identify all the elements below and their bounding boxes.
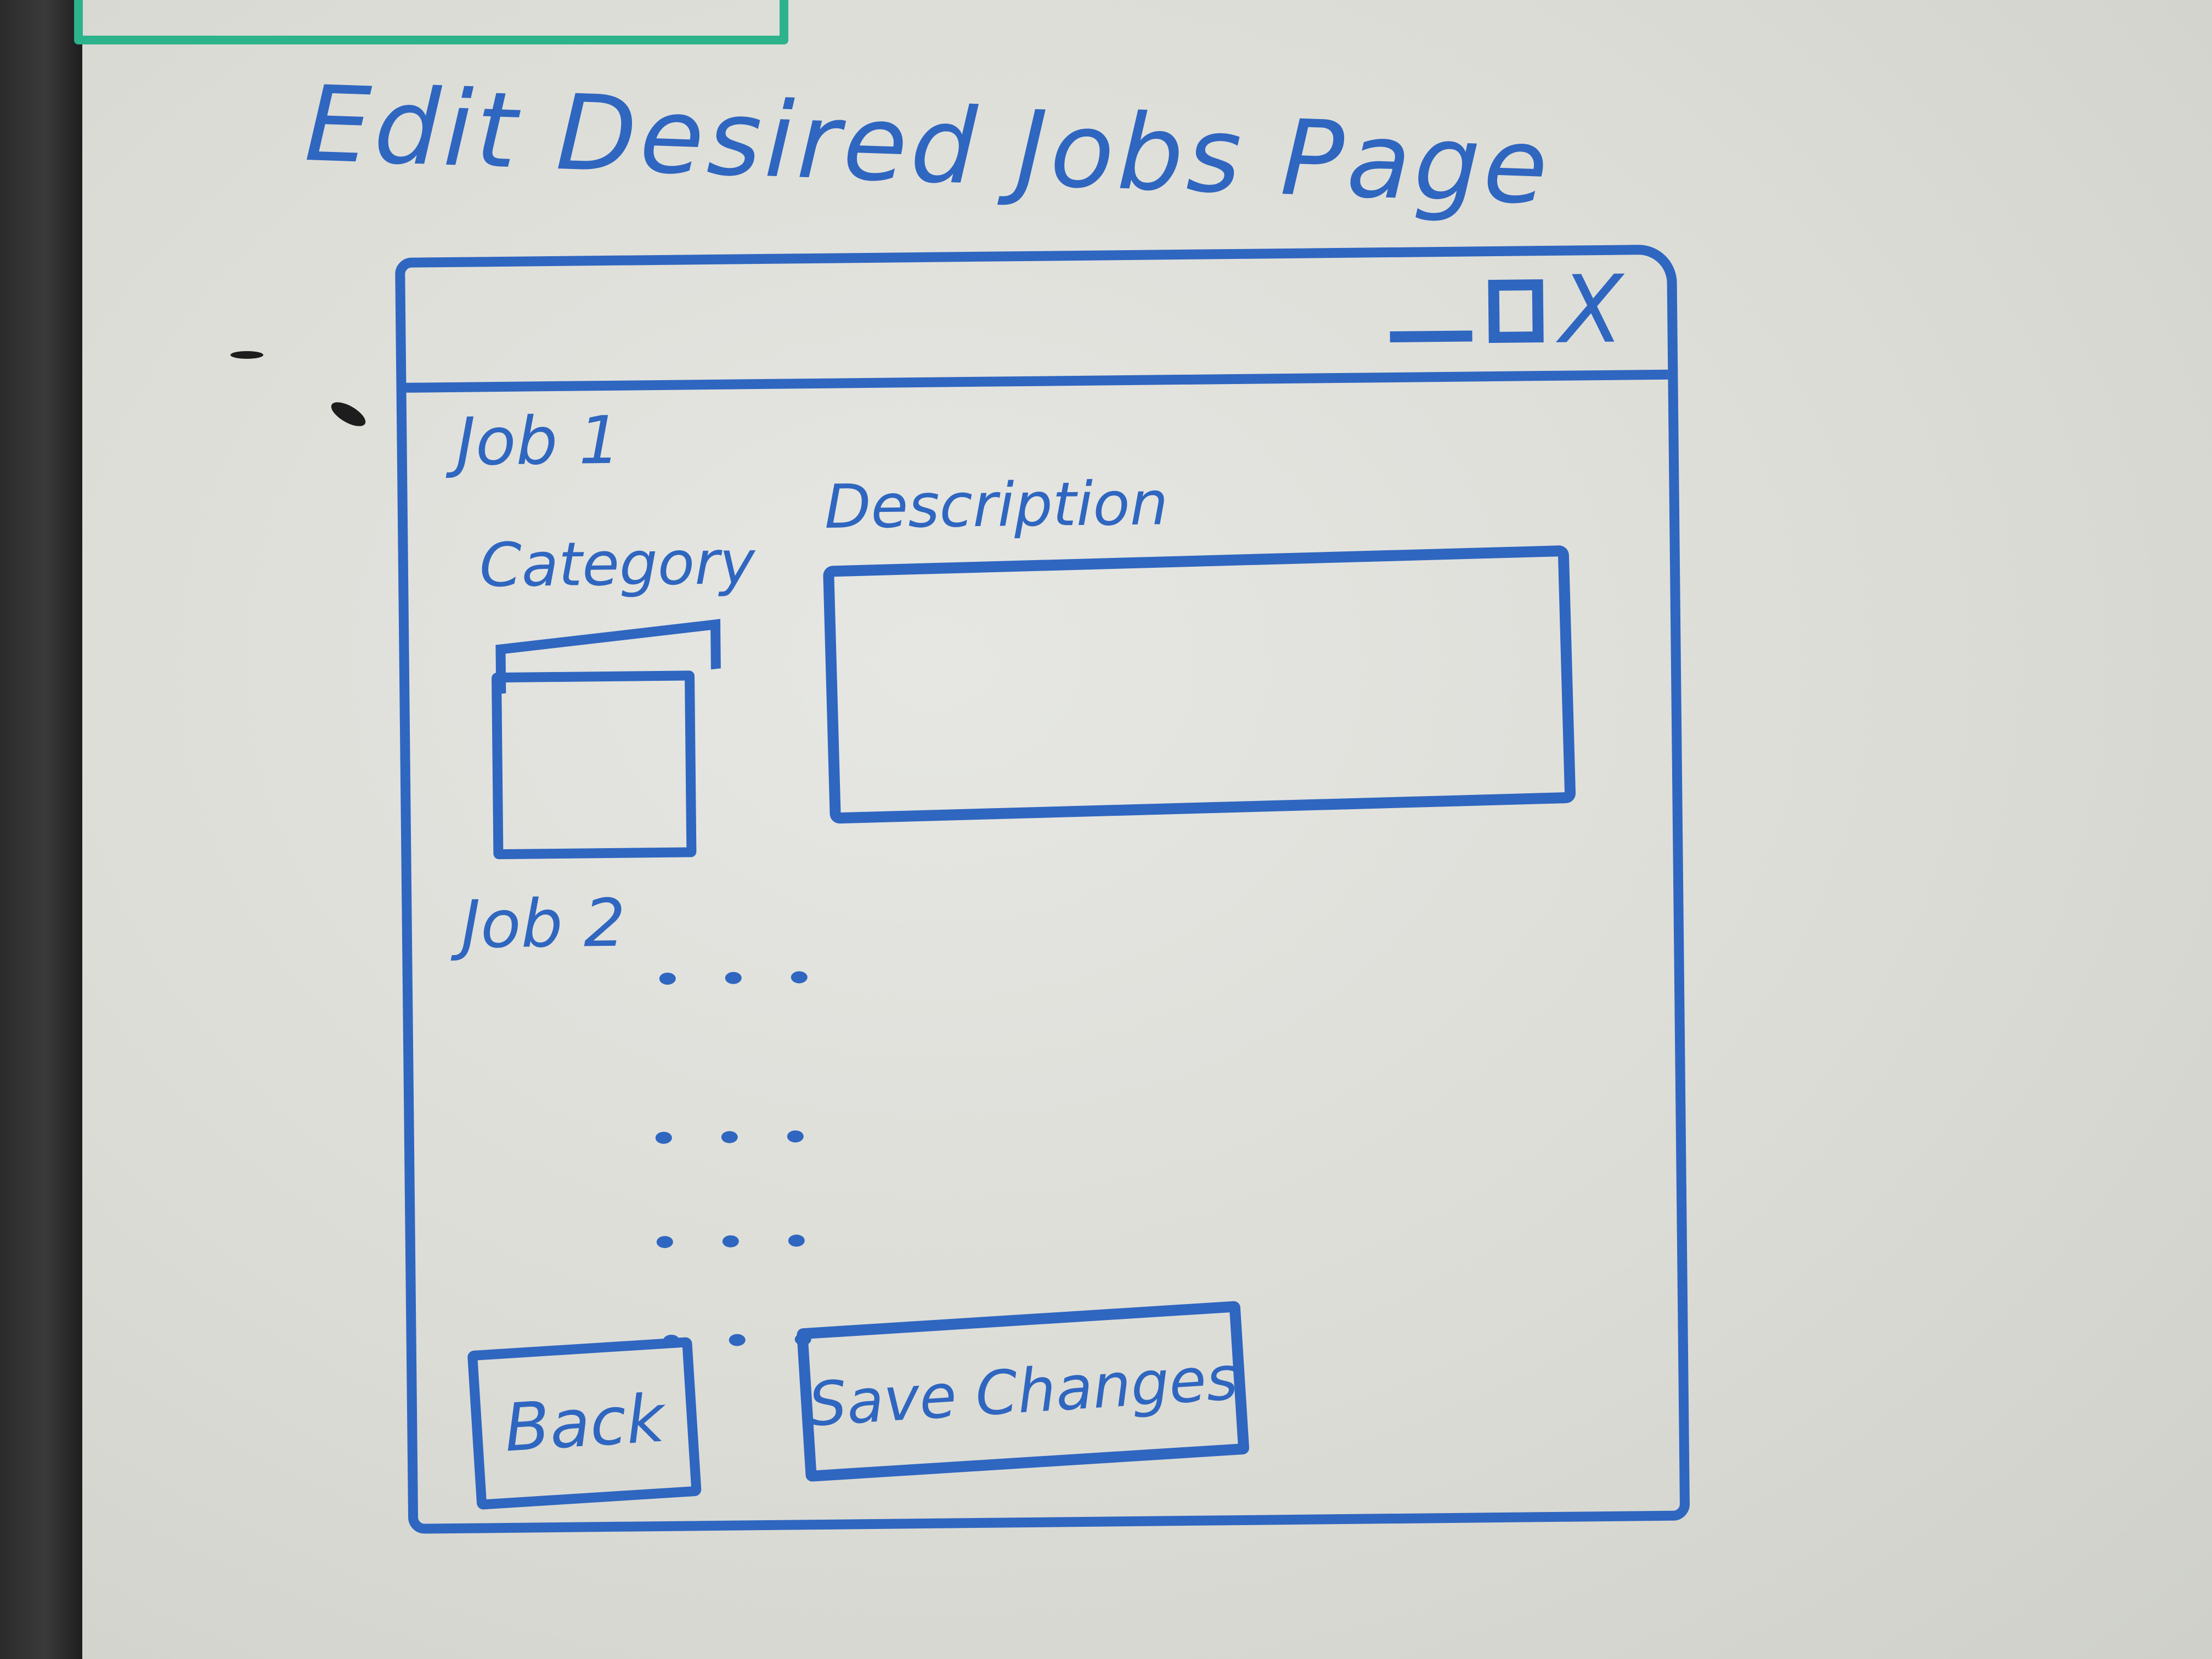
ellipsis-dot xyxy=(729,1334,746,1346)
previous-sketch-box xyxy=(74,0,788,44)
ellipsis-row xyxy=(659,971,808,985)
ellipsis-row xyxy=(655,1130,804,1144)
description-label: Description xyxy=(824,468,1169,542)
minimize-icon[interactable] xyxy=(1390,330,1472,343)
ellipsis-dot xyxy=(659,972,676,985)
ellipsis-dot xyxy=(655,1131,672,1144)
ellipsis-row xyxy=(656,1234,805,1249)
marker-smudge xyxy=(230,351,263,359)
close-icon[interactable]: X xyxy=(1559,255,1624,365)
title-bar: X xyxy=(405,254,1668,393)
back-button[interactable]: Back xyxy=(467,1336,702,1510)
ellipsis-dot xyxy=(791,971,808,984)
window-controls: X xyxy=(1389,255,1624,365)
ellipsis-dot xyxy=(656,1235,673,1249)
ellipsis-dot xyxy=(722,1235,739,1248)
whiteboard xyxy=(82,0,2212,1659)
whiteboard-frame xyxy=(0,0,82,1659)
description-textarea[interactable] xyxy=(822,545,1576,824)
ellipsis-dot xyxy=(788,1234,805,1247)
save-changes-button[interactable]: Save Changes xyxy=(796,1300,1250,1482)
app-window: X Job 1 Category Description Job 2 xyxy=(395,244,1690,1534)
ellipsis-dot xyxy=(787,1130,804,1143)
select-header xyxy=(495,619,721,695)
ellipsis-dot xyxy=(721,1131,738,1143)
job-1-heading: Job 1 xyxy=(455,402,621,481)
category-label: Category xyxy=(479,527,755,601)
job-2-heading: Job 2 xyxy=(461,885,626,963)
category-select[interactable] xyxy=(491,619,721,860)
maximize-icon[interactable] xyxy=(1488,279,1544,343)
ellipsis-dot xyxy=(725,972,742,984)
